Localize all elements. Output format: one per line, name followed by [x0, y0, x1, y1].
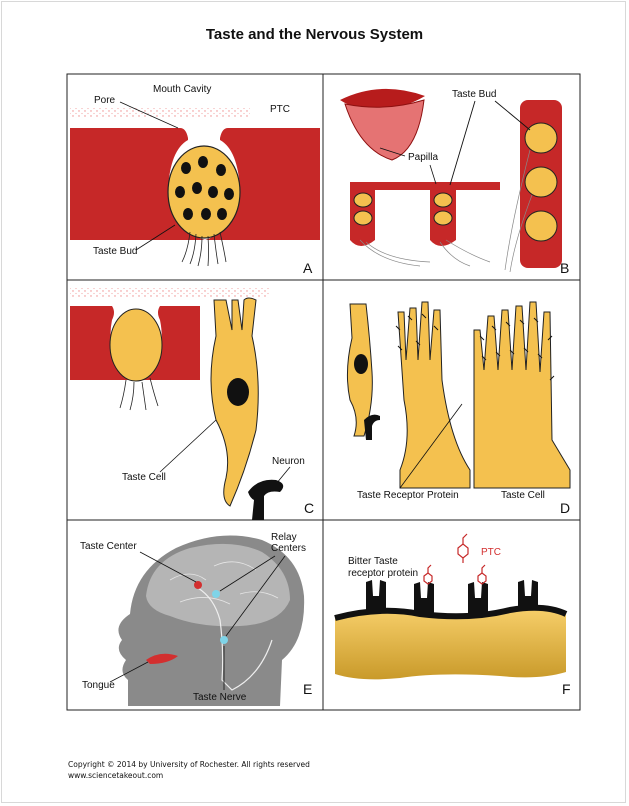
- panel-b: Taste Bud Papilla B: [336, 89, 569, 276]
- website-text: www.sciencetakeout.com: [68, 770, 310, 781]
- taste-cell-nucleus: [227, 378, 249, 406]
- small-nucleus-d: [354, 354, 368, 374]
- ptc-particles-c: [70, 288, 270, 298]
- label-taste-cell-c: Taste Cell: [122, 472, 166, 483]
- label-taste-bud-b: Taste Bud: [452, 89, 496, 100]
- label-bitter-1: Bitter Taste: [348, 556, 398, 567]
- label-taste-nerve: Taste Nerve: [193, 692, 247, 703]
- panel-letter-e: E: [303, 681, 312, 697]
- label-mouth-cavity: Mouth Cavity: [153, 84, 211, 95]
- label-taste-receptor-protein: Taste Receptor Protein: [357, 490, 459, 501]
- ptc-particles: [70, 108, 250, 118]
- taste-buds-column: [525, 123, 557, 241]
- tongue: [345, 100, 424, 160]
- taste-bud-c: [110, 309, 162, 381]
- taste-cell-microvilli-1: [398, 302, 470, 488]
- panel-letter-a: A: [303, 260, 313, 276]
- panel-a: Pore Mouth Cavity PTC Taste Bud A: [70, 84, 320, 276]
- footer: Copyright © 2014 by University of Roches…: [68, 759, 310, 781]
- relay-center-2: [220, 636, 228, 644]
- taste-cell-microvilli-2: [474, 302, 570, 488]
- label-ptc: PTC: [270, 104, 290, 115]
- pointer-papilla-2: [430, 165, 436, 184]
- pointer-taste-bud-b: [450, 101, 475, 185]
- label-relay-centers-2: Centers: [271, 543, 306, 554]
- ptc-molecules: [424, 534, 486, 584]
- pointer-taste-cell-c: [160, 420, 216, 472]
- label-relay-centers-1: Relay: [271, 532, 297, 543]
- panel-letter-c: C: [304, 500, 314, 516]
- label-taste-center: Taste Center: [80, 541, 137, 552]
- panel-e: Taste Center Relay Centers Tongue Taste …: [80, 532, 312, 706]
- label-papilla: Papilla: [408, 152, 438, 163]
- panel-letter-d: D: [560, 500, 570, 516]
- label-taste-cell-d: Taste Cell: [501, 490, 545, 501]
- copyright-text: Copyright © 2014 by University of Roches…: [68, 759, 310, 770]
- panel-f: Bitter Taste receptor protein PTC F: [335, 534, 571, 697]
- label-ptc-f: PTC: [481, 547, 501, 558]
- panel-c: Taste Cell Neuron C: [70, 288, 314, 520]
- nerve-fibers-c: [120, 378, 158, 410]
- neuron: [248, 480, 283, 520]
- panel-d: Taste Receptor Protein Taste Cell D: [347, 302, 570, 516]
- relay-center-1: [212, 590, 220, 598]
- taste-center-dot: [194, 581, 202, 589]
- label-bitter-2: receptor protein: [348, 568, 418, 579]
- label-taste-bud: Taste Bud: [93, 246, 137, 257]
- small-neuron-d: [364, 415, 380, 440]
- panel-letter-b: B: [560, 260, 569, 276]
- panel-letter-f: F: [562, 681, 571, 697]
- label-neuron: Neuron: [272, 456, 305, 467]
- label-pore: Pore: [94, 95, 116, 106]
- pointer-neuron: [276, 467, 290, 484]
